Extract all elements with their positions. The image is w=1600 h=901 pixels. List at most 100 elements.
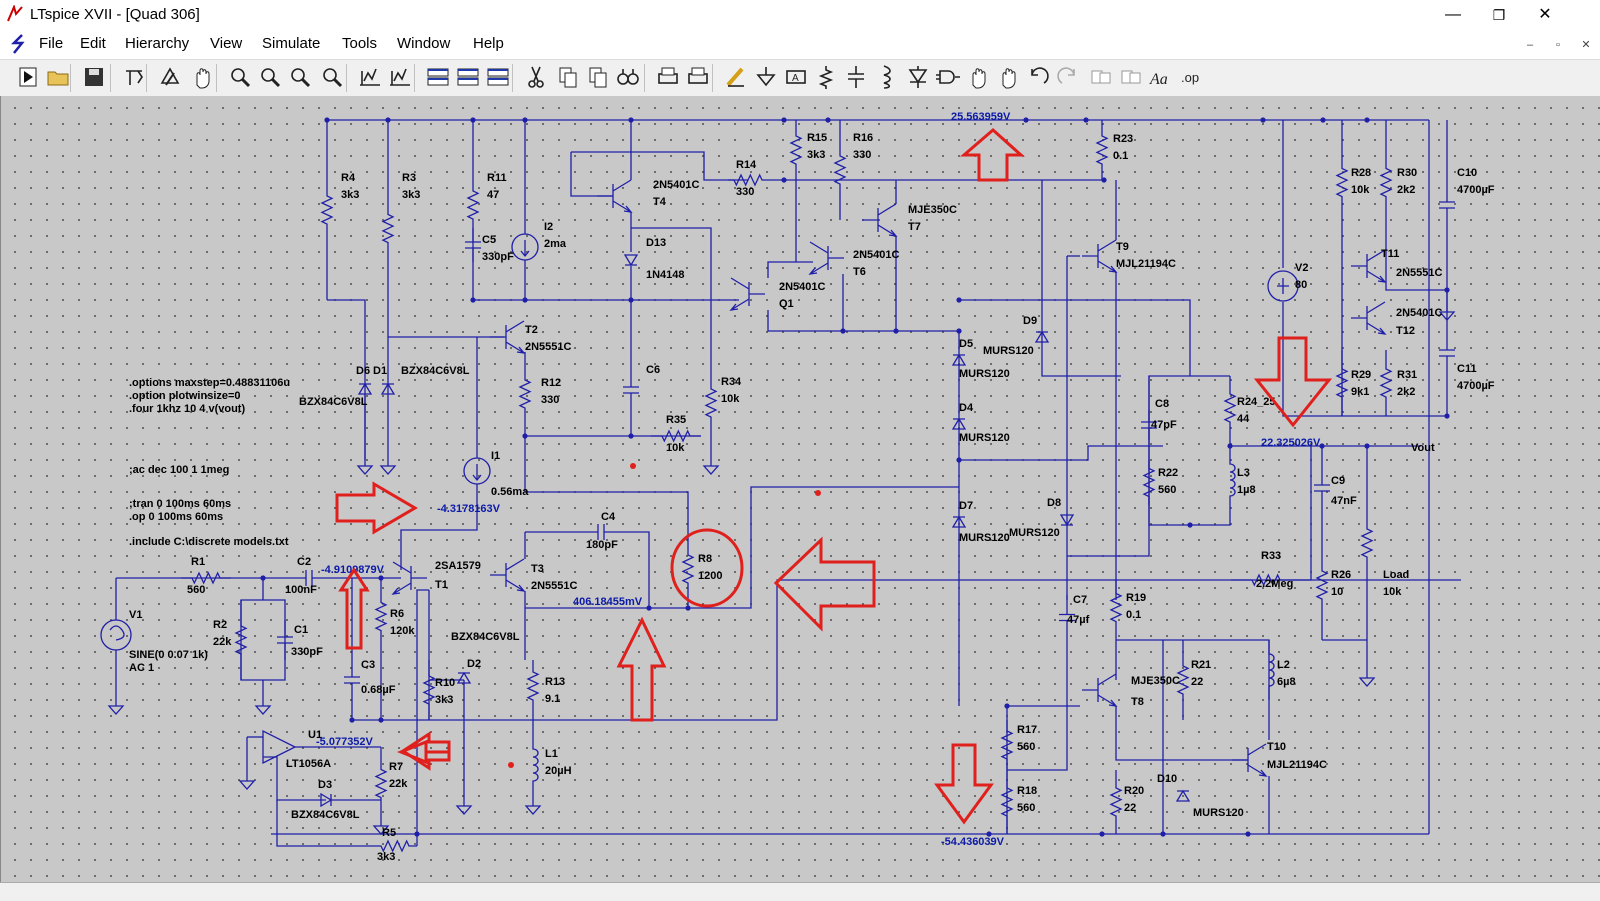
redo-icon[interactable] [1054, 63, 1082, 91]
ground-symbol [254, 700, 272, 715]
d4-diode [951, 417, 967, 430]
t9-transistor [1082, 239, 1118, 273]
fft-icon[interactable] [386, 63, 414, 91]
move-icon[interactable] [964, 63, 992, 91]
zoom-in-icon[interactable] [226, 63, 254, 91]
menu-tools[interactable]: Tools [342, 35, 378, 52]
save-icon[interactable] [80, 63, 108, 91]
paste-icon[interactable] [584, 63, 612, 91]
undo-icon[interactable] [1024, 63, 1052, 91]
print-icon[interactable] [684, 63, 712, 91]
zoom-cancel-icon[interactable] [318, 63, 346, 91]
tile-vertical-icon[interactable] [484, 63, 512, 91]
autorange-icon[interactable] [356, 63, 384, 91]
r6-value: 120k [390, 625, 415, 637]
v2-name: V2 [1295, 262, 1308, 274]
wire [1067, 375, 1190, 557]
find-icon[interactable] [614, 63, 642, 91]
c5-value: 330pF [482, 251, 514, 263]
mirror-icon[interactable] [1116, 63, 1144, 91]
component-icon[interactable] [934, 63, 962, 91]
t1-transistor [391, 561, 427, 595]
c10-capacitor [1439, 120, 1455, 290]
control-panel-icon[interactable] [120, 63, 148, 91]
menu-help[interactable]: Help [473, 35, 504, 52]
cut-icon[interactable] [522, 63, 550, 91]
print-setup-icon[interactable] [654, 63, 682, 91]
r2-resistor [234, 600, 248, 680]
draw-wire-icon[interactable] [722, 63, 750, 91]
v2-plus [1277, 278, 1289, 294]
capacitor-icon[interactable] [842, 63, 870, 91]
zoom-area-icon[interactable] [256, 63, 284, 91]
label-net-icon[interactable]: A [782, 63, 810, 91]
menu-window[interactable]: Window [397, 35, 451, 52]
tile-horizontal-icon[interactable] [424, 63, 452, 91]
net-label-vout: Vout [1411, 442, 1435, 454]
d13-diode [623, 254, 639, 267]
t12-transistor [1351, 301, 1387, 335]
mdi-minimize-button[interactable]: – [1526, 39, 1534, 51]
spice-directive-icon[interactable]: .op [1176, 63, 1204, 91]
open-icon[interactable] [44, 63, 72, 91]
zoom-out-icon[interactable] [286, 63, 314, 91]
r26-name: R26 [1331, 569, 1351, 581]
maximize-button[interactable]: ❐ [1492, 7, 1506, 23]
d7-diode [951, 515, 967, 528]
c7-name: C7 [1073, 594, 1087, 606]
drag-icon[interactable] [994, 63, 1022, 91]
ground-symbol [455, 800, 473, 815]
wire [1041, 180, 1121, 377]
pan-icon[interactable] [188, 63, 216, 91]
r24-name: R24_25 [1237, 396, 1276, 408]
schematic-doc-icon[interactable] [8, 33, 28, 55]
minimize-button[interactable]: — [1445, 6, 1461, 23]
v1-voltage-source [100, 619, 132, 651]
r8-resistor [681, 530, 695, 608]
toolbar-separator [146, 64, 147, 92]
d5-model: MURS120 [959, 368, 1010, 380]
c4-capacitor [581, 524, 621, 540]
r26-resistor [1315, 530, 1329, 640]
junction-dot [470, 297, 476, 303]
rotate-icon[interactable] [1086, 63, 1114, 91]
c7-capacitor [1059, 595, 1075, 640]
resistor-icon[interactable] [812, 63, 840, 91]
r22-name: R22 [1158, 467, 1178, 479]
d9-model: MURS120 [983, 345, 1034, 357]
diode-icon[interactable] [904, 63, 932, 91]
menu-simulate[interactable]: Simulate [262, 35, 321, 52]
ground-icon[interactable] [752, 63, 780, 91]
c4-value: 180pF [586, 539, 618, 551]
menu-edit[interactable]: Edit [80, 35, 106, 52]
r19-value: 0.1 [1126, 609, 1141, 621]
close-button[interactable]: ✕ [1538, 6, 1552, 23]
r15-value: 3k3 [807, 149, 825, 161]
mdi-restore-button[interactable]: ▫ [1556, 39, 1560, 51]
c9-capacitor [1314, 446, 1330, 530]
menu-view[interactable]: View [210, 35, 243, 52]
l3-value: 1µ8 [1237, 484, 1256, 496]
copy-icon[interactable] [554, 63, 582, 91]
menu-file[interactable]: File [39, 35, 64, 52]
inductor-icon[interactable] [872, 63, 900, 91]
u1-value: LT1056A [286, 758, 331, 770]
wire [621, 531, 650, 608]
mdi-close-button[interactable]: ✕ [1581, 39, 1591, 51]
run-icon[interactable] [14, 63, 42, 91]
menu-hierarchy[interactable]: Hierarchy [125, 35, 190, 52]
r14-resistor [728, 173, 768, 187]
halt-icon[interactable] [156, 63, 184, 91]
red-dot [508, 762, 514, 768]
r31-name: R31 [1397, 369, 1417, 381]
ground-symbol [1358, 672, 1376, 687]
t3-model: 2N5551C [531, 580, 578, 592]
junction-dot [1260, 117, 1266, 123]
v2-value: 80 [1295, 279, 1307, 291]
c1-capacitor [277, 620, 293, 660]
text-icon[interactable]: Aa [1146, 63, 1174, 91]
r18-resistor [1000, 770, 1014, 834]
d6-zener [357, 382, 373, 395]
cascade-icon[interactable] [454, 63, 482, 91]
